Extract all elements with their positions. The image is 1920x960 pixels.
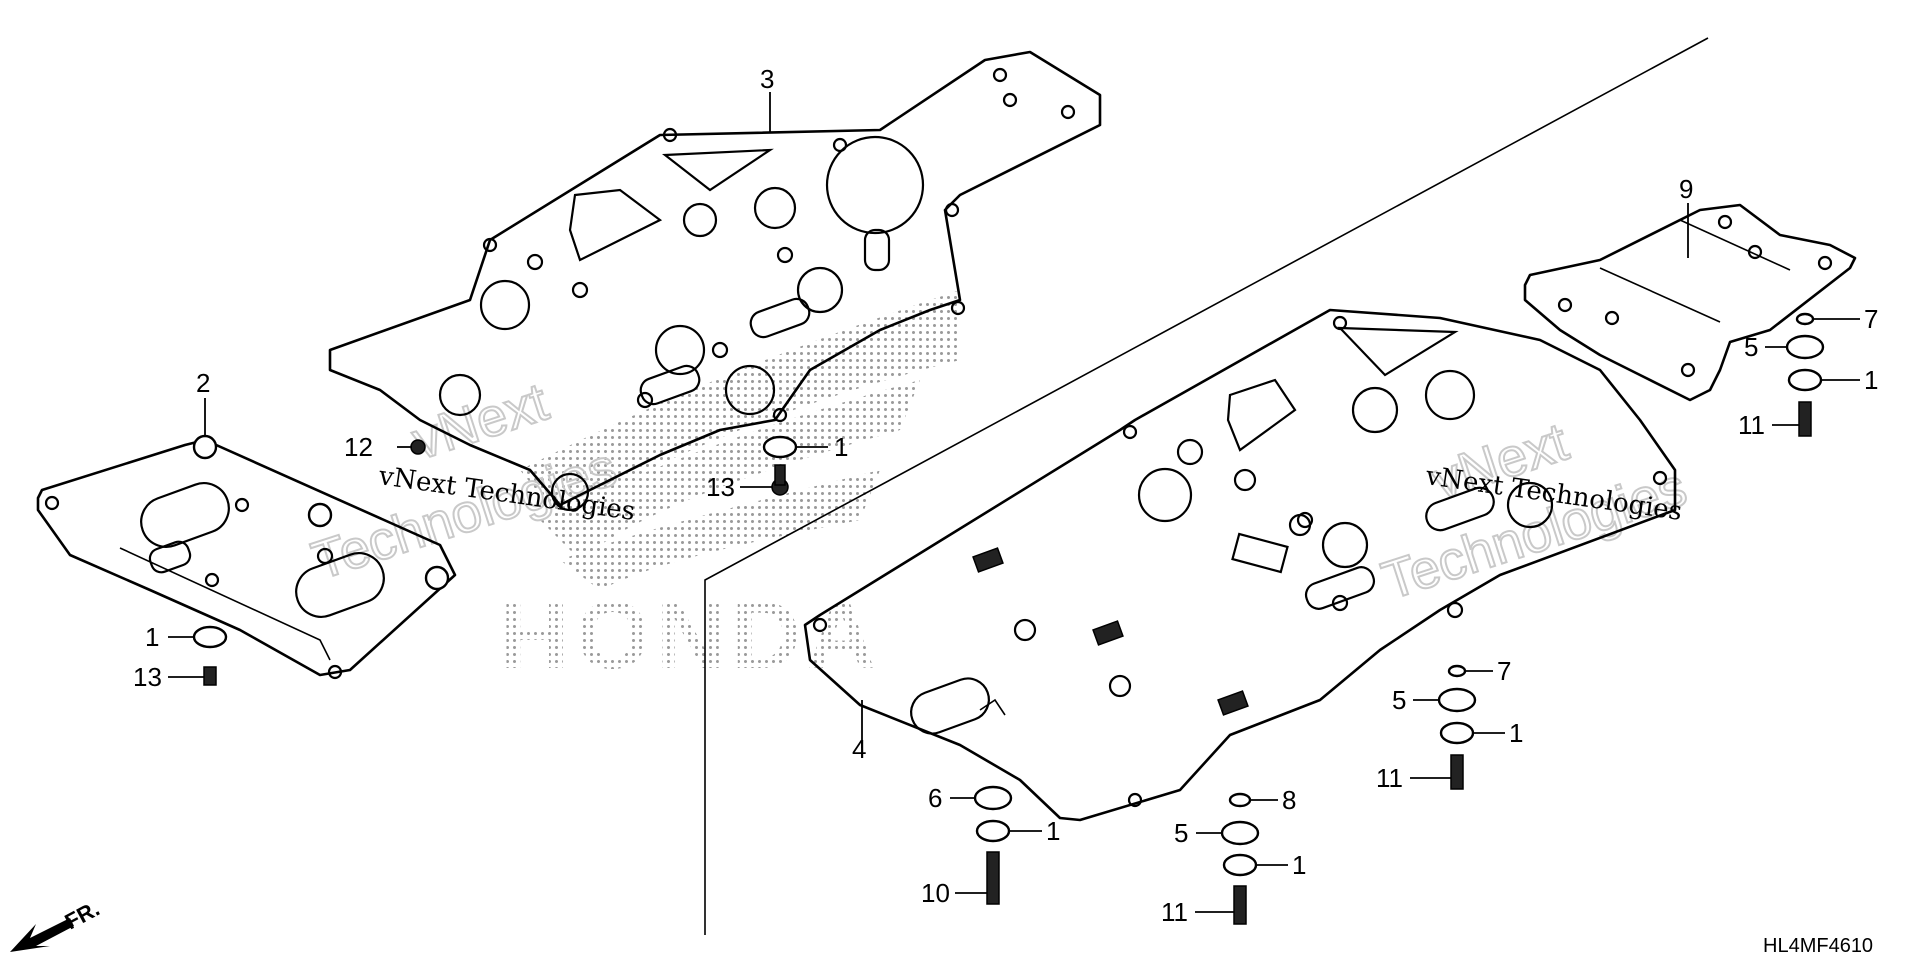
callout-1-upper: 1 [834, 432, 848, 462]
callout-5-bottom: 5 [1174, 818, 1188, 848]
callout-5-upper: 5 [1744, 332, 1758, 362]
callout-8: 8 [1282, 785, 1296, 815]
hardware-bottom-left-stack [973, 785, 1013, 905]
callout-13-left: 13 [133, 662, 162, 692]
part-3-skid-plate [328, 50, 1102, 512]
callout-7-upper: 7 [1864, 304, 1878, 334]
callout-3: 3 [760, 64, 774, 94]
leader-lines [168, 92, 1860, 913]
callout-6: 6 [928, 783, 942, 813]
arrow-icon [10, 918, 74, 952]
part-2-plate [36, 434, 457, 680]
callout-10: 10 [921, 878, 950, 908]
callout-1-bottom-center: 1 [1292, 850, 1306, 880]
hardware-upper-center [762, 435, 798, 496]
callout-5-lower: 5 [1392, 685, 1406, 715]
callout-12: 12 [344, 432, 373, 462]
wm-big-line1-left: vNext [405, 372, 555, 472]
separator-line [704, 37, 1709, 935]
hardware-bottom-center-stack [1220, 792, 1260, 925]
callout-1-right-upper: 1 [1864, 365, 1878, 395]
front-direction-indicator: FR. [10, 896, 104, 952]
part-4-skid-plate [803, 308, 1677, 822]
honda-watermark: HONDA [500, 582, 882, 689]
part-9-bracket [1523, 203, 1857, 402]
callout-9: 9 [1679, 174, 1693, 204]
callout-labels: 3 2 9 4 12 1 13 1 13 7 5 1 11 7 5 1 11 8… [133, 64, 1878, 927]
hardware-right-lower-stack [1437, 664, 1477, 790]
callout-11-bottom: 11 [1161, 897, 1188, 927]
callout-1-left: 1 [145, 622, 159, 652]
callout-7-lower: 7 [1497, 656, 1511, 686]
hardware-12 [410, 439, 426, 455]
callout-1-bottom-left: 1 [1046, 816, 1060, 846]
callout-2: 2 [196, 368, 210, 398]
callout-11-lower: 11 [1376, 763, 1403, 793]
diagram-code: HL4MF4610 [1763, 935, 1873, 957]
callout-4: 4 [852, 734, 866, 764]
hardware-right-upper-stack [1785, 312, 1825, 437]
callout-1-right-lower: 1 [1509, 718, 1523, 748]
callout-13-upper: 13 [706, 472, 735, 502]
callout-11-upper: 11 [1738, 410, 1765, 440]
